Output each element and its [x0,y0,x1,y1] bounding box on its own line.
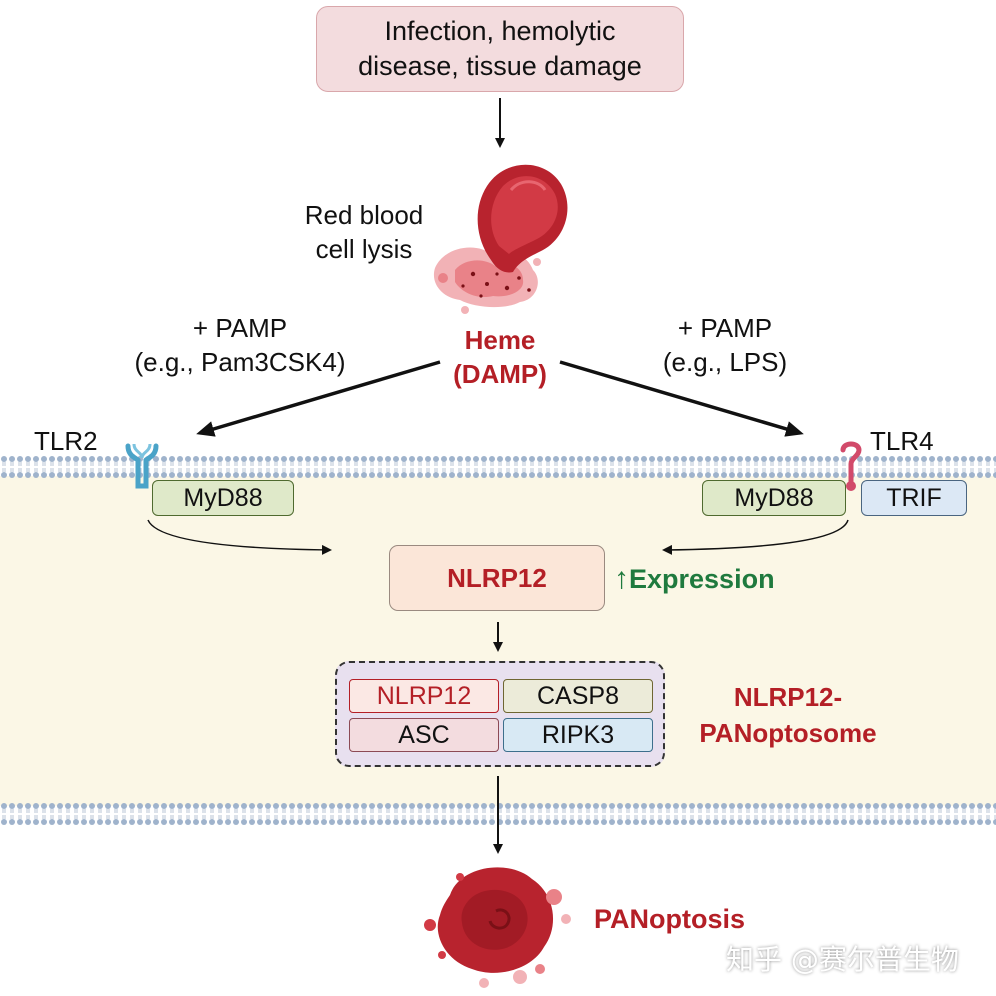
heme-damp-label: Heme (DAMP) [453,325,547,389]
panoptosis-label: PANoptosis [594,904,746,934]
red-blood-cell-lysis-illustration [433,164,568,314]
trigger-box: Infection, hemolytic disease, tissue dam… [316,6,684,92]
complex-casp8-box: CASP8 [503,679,653,713]
watermark: 知乎 @赛尔普生物 [726,943,959,976]
tlr2-label: TLR2 [34,426,98,456]
complex-asc-box: ASC [349,718,499,752]
nlrp12-box: NLRP12 [389,545,605,611]
complex-ripk3-box: RIPK3 [503,718,653,752]
rbc-lysis-label: Red blood cell lysis [304,200,424,264]
trigger-line-2: disease, tissue damage [358,51,642,81]
up-arrow-icon: ↑ [614,562,629,595]
trif-box: TRIF [861,480,967,516]
complex-nlrp12-box: NLRP12 [349,679,499,713]
expression-label: ↑Expression [614,562,775,595]
panoptosome-complex: NLRP12 CASP8 ASC RIPK3 [335,661,665,767]
arrow-trif-to-nlrp12 [662,519,849,555]
trigger-line-1: Infection, hemolytic [384,16,616,46]
tlr4-label: TLR4 [870,426,934,456]
pamp-left-label: + PAMP (e.g., Pam3CSK4) [134,313,346,377]
dying-cell-illustration [424,867,571,988]
tlr2-receptor-icon [125,443,159,489]
panoptosome-label: NLRP12- PANoptosome [699,682,877,748]
arrow-myd88-to-nlrp12 [147,519,332,555]
myd88-left-box: MyD88 [152,480,294,516]
myd88-right-box: MyD88 [702,480,846,516]
cell-membrane-top [0,456,996,478]
pamp-right-label: + PAMP (e.g., LPS) [662,313,788,377]
arrow-heme-to-tlr4 [559,360,804,437]
tlr4-receptor-icon [840,441,862,491]
arrow-heme-to-tlr2 [196,360,441,437]
